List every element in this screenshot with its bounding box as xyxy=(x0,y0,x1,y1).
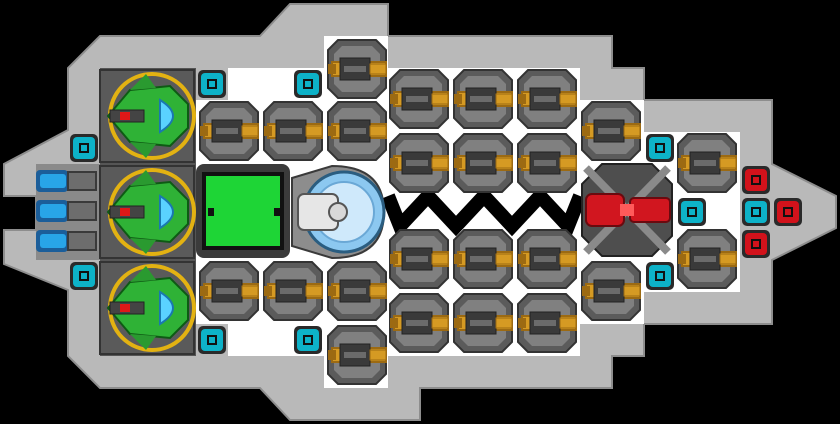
turret-9[interactable] xyxy=(453,133,513,193)
power-conduit xyxy=(381,185,587,239)
turret-2[interactable] xyxy=(199,101,259,161)
bridge-dome[interactable] xyxy=(291,164,386,260)
turret-10[interactable] xyxy=(517,133,577,193)
system-port-4[interactable] xyxy=(70,262,98,290)
engine-1 xyxy=(36,170,97,192)
reactor-core[interactable] xyxy=(196,164,290,258)
turret-7[interactable] xyxy=(517,69,577,129)
turret-8[interactable] xyxy=(389,133,449,193)
system-port-7[interactable] xyxy=(646,134,674,162)
weapon-port-1[interactable] xyxy=(742,166,770,194)
fighter-bay-1[interactable] xyxy=(99,69,196,163)
turret-17[interactable] xyxy=(453,293,513,353)
system-port-9[interactable] xyxy=(678,198,706,226)
engine-3 xyxy=(36,230,97,252)
turret-14[interactable] xyxy=(453,229,513,289)
turret-23[interactable] xyxy=(327,261,387,321)
turret-16[interactable] xyxy=(389,293,449,353)
fighter-bay-2[interactable] xyxy=(99,165,196,259)
system-port-10[interactable] xyxy=(742,198,770,226)
turret-5[interactable] xyxy=(389,69,449,129)
turret-4[interactable] xyxy=(327,101,387,161)
turret-24[interactable] xyxy=(327,325,387,385)
system-port-6[interactable] xyxy=(294,326,322,354)
weapon-core[interactable] xyxy=(581,163,673,257)
turret-21[interactable] xyxy=(199,261,259,321)
turret-20[interactable] xyxy=(677,229,737,289)
turret-11[interactable] xyxy=(581,101,641,161)
system-port-8[interactable] xyxy=(646,262,674,290)
system-port-2[interactable] xyxy=(294,70,322,98)
turret-13[interactable] xyxy=(389,229,449,289)
turret-15[interactable] xyxy=(517,229,577,289)
turret-12[interactable] xyxy=(677,133,737,193)
turret-1[interactable] xyxy=(327,39,387,99)
fighter-bay-3[interactable] xyxy=(99,261,196,355)
engine-2 xyxy=(36,200,97,222)
weapon-port-2[interactable] xyxy=(774,198,802,226)
system-port-1[interactable] xyxy=(198,70,226,98)
turret-18[interactable] xyxy=(517,293,577,353)
weapon-port-3[interactable] xyxy=(742,230,770,258)
system-port-3[interactable] xyxy=(70,134,98,162)
system-port-5[interactable] xyxy=(198,326,226,354)
turret-3[interactable] xyxy=(263,101,323,161)
turret-6[interactable] xyxy=(453,69,513,129)
turret-22[interactable] xyxy=(263,261,323,321)
turret-19[interactable] xyxy=(581,261,641,321)
